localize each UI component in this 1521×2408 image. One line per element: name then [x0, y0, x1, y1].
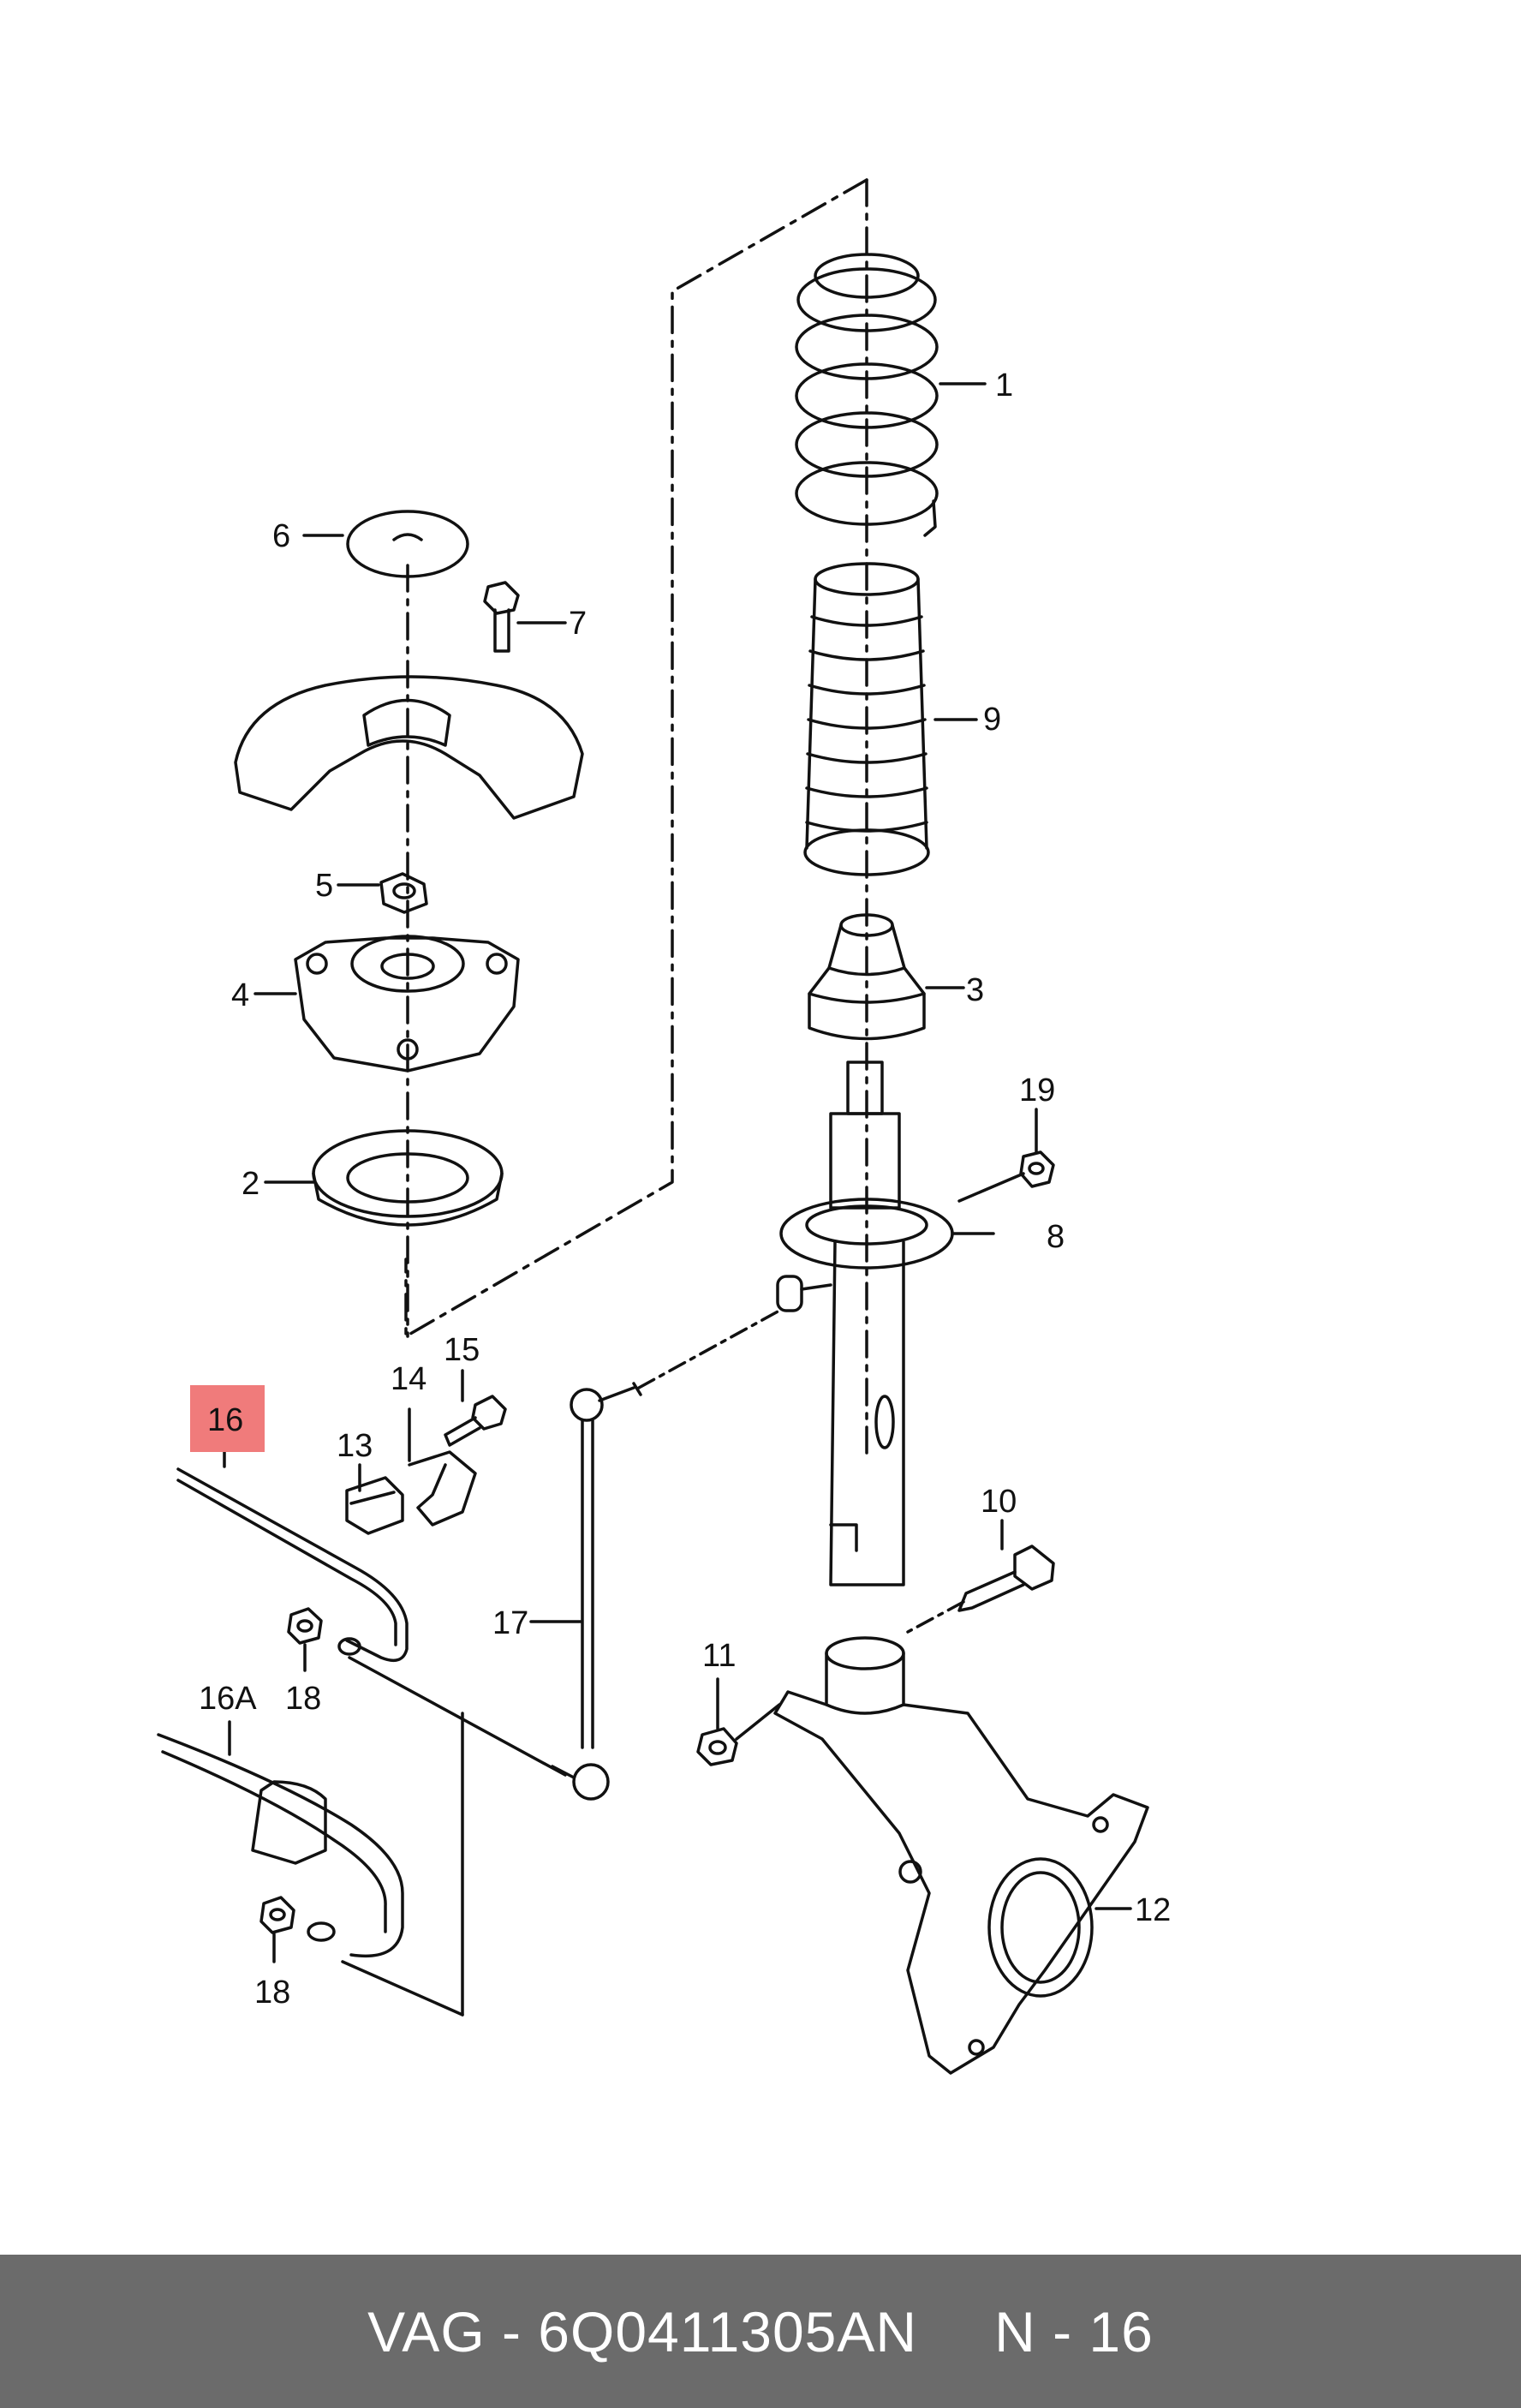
- bearing-2: [312, 1129, 504, 1227]
- label-5: 5: [315, 868, 333, 904]
- anti-roll-bar-16: [176, 1467, 409, 1663]
- label-17: 17: [492, 1605, 528, 1641]
- highlight-box-16: [190, 1385, 265, 1452]
- anti-roll-bar-16a: [157, 1733, 404, 1958]
- coupling-rod: [551, 1382, 642, 1801]
- suspension-diagram-svg: 1 2 3 4 5 6 7 8 9 10 11 12 13 14 15 16 1…: [157, 178, 1171, 2075]
- label-15: 15: [444, 1332, 480, 1368]
- nut-18-upper: [287, 1607, 323, 1645]
- shock-absorber-strut: [776, 1061, 954, 1586]
- top-mount-4: [294, 935, 520, 1073]
- exploded-parts-diagram: 1 2 3 4 5 6 7 8 9 10 11 12 13 14 15 16 1…: [157, 178, 1171, 2075]
- bellows-boot: [803, 562, 930, 876]
- steering-knuckle: [773, 1636, 1149, 2075]
- label-9: 9: [983, 702, 1001, 738]
- label-2: 2: [242, 1166, 259, 1202]
- footer-bar: VAG - 6Q0411305AN N - 16: [0, 2255, 1521, 2408]
- label-3: 3: [966, 972, 984, 1008]
- label-10: 10: [981, 1484, 1017, 1520]
- nut-19: [1019, 1150, 1055, 1188]
- footer-ref: N - 16: [994, 2299, 1154, 2363]
- footer-part-number: VAG - 6Q0411305AN: [367, 2299, 918, 2363]
- label-6: 6: [272, 518, 290, 554]
- label-4: 4: [231, 977, 249, 1013]
- cap-6: [346, 510, 469, 578]
- label-18-lower: 18: [254, 1975, 290, 2011]
- rubber-bushing-13: [345, 1476, 404, 1535]
- label-19: 19: [1019, 1073, 1055, 1108]
- bolt-15: [444, 1395, 507, 1447]
- bolt-10: [957, 1545, 1055, 1612]
- bump-stop-buffer: [808, 913, 926, 1041]
- label-12: 12: [1135, 1892, 1171, 1928]
- label-14: 14: [391, 1361, 426, 1397]
- label-8: 8: [1047, 1219, 1065, 1255]
- label-7: 7: [569, 606, 587, 642]
- label-11: 11: [702, 1638, 736, 1674]
- label-16a: 16A: [199, 1681, 257, 1717]
- nut-5: [379, 872, 428, 914]
- label-13: 13: [337, 1428, 373, 1464]
- nut-11: [696, 1727, 738, 1766]
- assembly-dash-line: [404, 178, 868, 1338]
- spring-seat-shield: [234, 675, 584, 820]
- label-16: 16: [207, 1402, 243, 1438]
- clamp-14: [408, 1450, 477, 1527]
- coil-spring: [795, 253, 939, 537]
- nut-18-lower: [259, 1896, 295, 1934]
- label-1: 1: [995, 367, 1013, 403]
- label-18-upper: 18: [285, 1681, 321, 1717]
- bolt-7: [483, 581, 520, 653]
